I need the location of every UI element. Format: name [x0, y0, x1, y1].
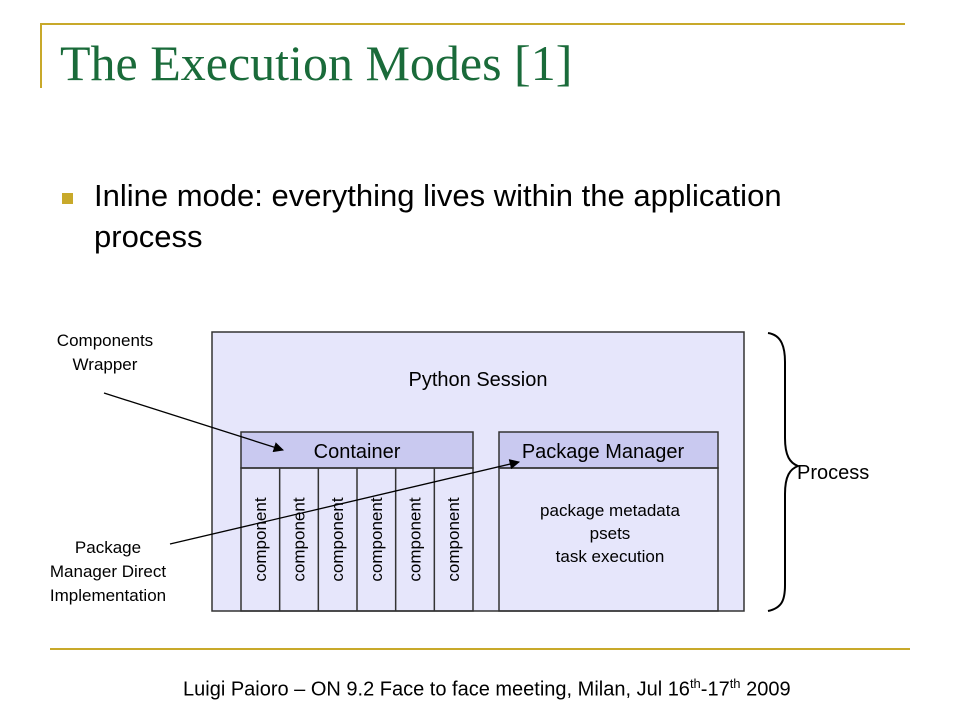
- component-label: component: [328, 497, 347, 581]
- component-label: component: [367, 497, 386, 581]
- component-label: component: [290, 497, 309, 581]
- frame-top-line: [40, 23, 905, 25]
- wrapper-arrow: [103, 392, 284, 453]
- package-manager-header: [498, 431, 719, 469]
- annotation-manager-direct: Manager Direct: [50, 562, 166, 581]
- footer-text: Luigi Paioro – ON 9.2 Face to face meeti…: [183, 676, 791, 702]
- package-manager-label: Package Manager: [522, 441, 685, 463]
- container-label: Container: [314, 441, 401, 463]
- process-brace: [767, 332, 801, 612]
- footer-mid: -17: [700, 678, 730, 701]
- component-cells: component component component component comp…: [251, 468, 463, 611]
- footer-divider: [50, 648, 910, 650]
- package-manager-arrow: [169, 459, 521, 545]
- package-manager-body: [498, 467, 719, 612]
- annotation-components: Components: [57, 331, 153, 350]
- pm-detail-psets: psets: [590, 524, 631, 543]
- footer-main: Luigi Paioro – ON 9.2 Face to face meeti…: [183, 678, 690, 701]
- pm-detail-metadata: package metadata: [540, 501, 680, 520]
- frame-left-line: [40, 23, 42, 88]
- bullet-square-icon: [62, 193, 73, 204]
- footer-end: 2009: [740, 678, 791, 701]
- pm-detail-task-execution: task execution: [556, 547, 665, 566]
- annotation-implementation: Implementation: [50, 586, 166, 605]
- footer-sup-1: th: [689, 676, 701, 691]
- bullet-text: Inline mode: everything lives within the…: [94, 178, 782, 254]
- python-session-label: Python Session: [409, 369, 548, 391]
- component-label: component: [251, 497, 270, 581]
- slide-title: The Execution Modes [1]: [60, 35, 573, 91]
- component-label: component: [444, 497, 463, 581]
- process-label: Process: [797, 462, 869, 484]
- annotation-wrapper: Wrapper: [73, 355, 138, 374]
- annotation-package: Package: [75, 538, 141, 557]
- component-label: component: [406, 497, 425, 581]
- footer-sup-2: th: [729, 676, 741, 691]
